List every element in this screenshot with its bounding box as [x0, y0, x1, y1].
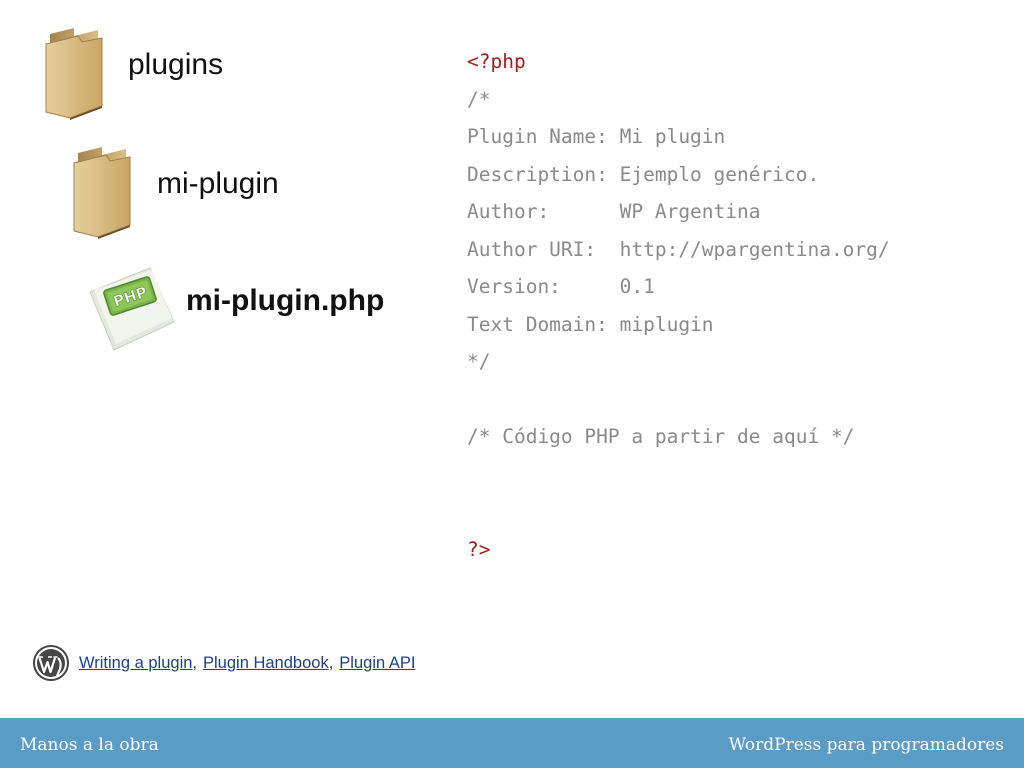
folder-icon [45, 28, 103, 120]
link-plugin-handbook[interactable]: Plugin Handbook [203, 653, 329, 672]
folder-icon [73, 147, 131, 239]
code-line-1: <?php [467, 50, 526, 73]
code-line-7: Version: 0.1 [467, 275, 655, 298]
code-line-9: */ [467, 350, 491, 373]
file-label-mi-plugin-php: mi-plugin.php [186, 284, 385, 317]
link-separator: , [192, 653, 198, 672]
footer-bar: Manos a la obra WordPress para programad… [0, 718, 1024, 768]
php-file-icon: PHP [89, 267, 175, 351]
footer-course-title: WordPress para programadores [728, 735, 1004, 755]
wordpress-logo-icon [33, 645, 69, 681]
reference-links: Writing a plugin , Plugin Handbook , Plu… [33, 645, 415, 681]
code-line-13 [467, 493, 890, 531]
code-line-3: Plugin Name: Mi plugin [467, 125, 726, 148]
folder-label-plugins: plugins [128, 48, 224, 81]
code-line-14: ?> [467, 537, 491, 561]
code-line-10 [467, 381, 890, 419]
footer-section-title: Manos a la obra [20, 735, 159, 755]
link-separator: , [328, 653, 334, 672]
code-line-4: Description: Ejemplo genérico. [467, 162, 820, 186]
link-plugin-api[interactable]: Plugin API [339, 653, 416, 672]
code-line-12 [467, 456, 890, 494]
folder-label-mi-plugin: mi-plugin [157, 167, 279, 200]
code-line-8: Text Domain: miplugin [467, 312, 714, 336]
code-line-6: Author URI: http://wpargentina.org/ [467, 237, 890, 261]
code-line-11: /* Código PHP a partir de aquí */ [467, 425, 855, 448]
link-writing-a-plugin[interactable]: Writing a plugin [79, 653, 193, 672]
code-line-5: Author: WP Argentina [467, 200, 761, 223]
code-line-2: /* [467, 87, 491, 111]
